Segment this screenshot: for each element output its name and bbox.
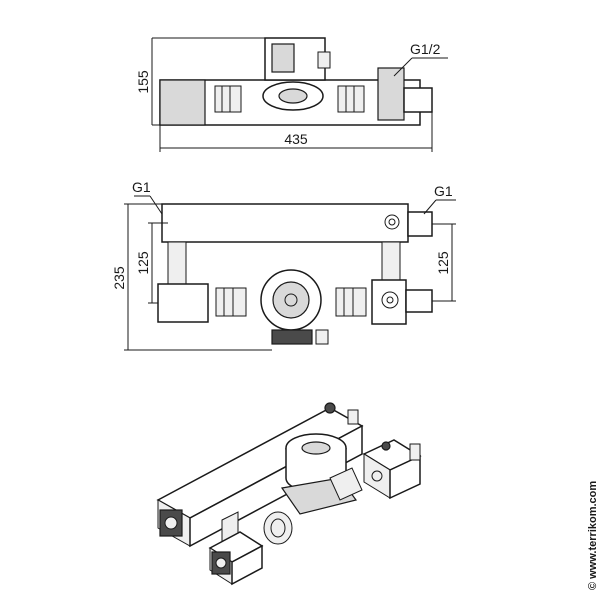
dim-label-235: 235 (111, 266, 127, 290)
dim-label-left-125: 125 (135, 251, 151, 275)
iso-valve-knob (381, 441, 391, 451)
iso-union (263, 511, 293, 545)
top-right-outlet (403, 87, 433, 113)
dim-label-435: 435 (284, 131, 308, 147)
thread-label-g12: G1/2 (410, 41, 441, 57)
front-pump-terminal (271, 329, 313, 345)
top-pump-terminal (271, 43, 295, 73)
front-upper-manifold (161, 203, 409, 243)
top-left-block (159, 79, 206, 126)
top-cable-gland (317, 51, 331, 69)
front-right-union (335, 287, 367, 317)
front-left-riser (167, 241, 187, 285)
iso-right-fitting (409, 443, 421, 461)
isometric-view (156, 402, 422, 586)
thread-label-g1-left: G1 (132, 179, 151, 195)
front-right-outlet (407, 211, 433, 237)
dim-label-155: 155 (135, 70, 151, 94)
thread-label-g1-right: G1 (434, 183, 453, 199)
top-left-union (214, 85, 242, 113)
front-view: 235 125 125 G1 G1 (111, 179, 456, 351)
dim-label-right-125: 125 (435, 251, 451, 275)
front-left-union (215, 287, 247, 317)
iso-top-plug (324, 402, 336, 414)
top-right-union (337, 85, 365, 113)
top-right-valve-block (377, 67, 405, 121)
iso-terminal-box (329, 467, 363, 501)
front-right-lower-outlet (405, 289, 433, 313)
front-left-block (157, 283, 209, 323)
top-view: 155 435 G1/2 (135, 37, 448, 152)
front-cable-gland (315, 329, 329, 345)
front-mixing-valve (371, 279, 407, 325)
watermark-text: © www.terrikom.com (587, 481, 599, 590)
front-right-riser (381, 241, 401, 281)
